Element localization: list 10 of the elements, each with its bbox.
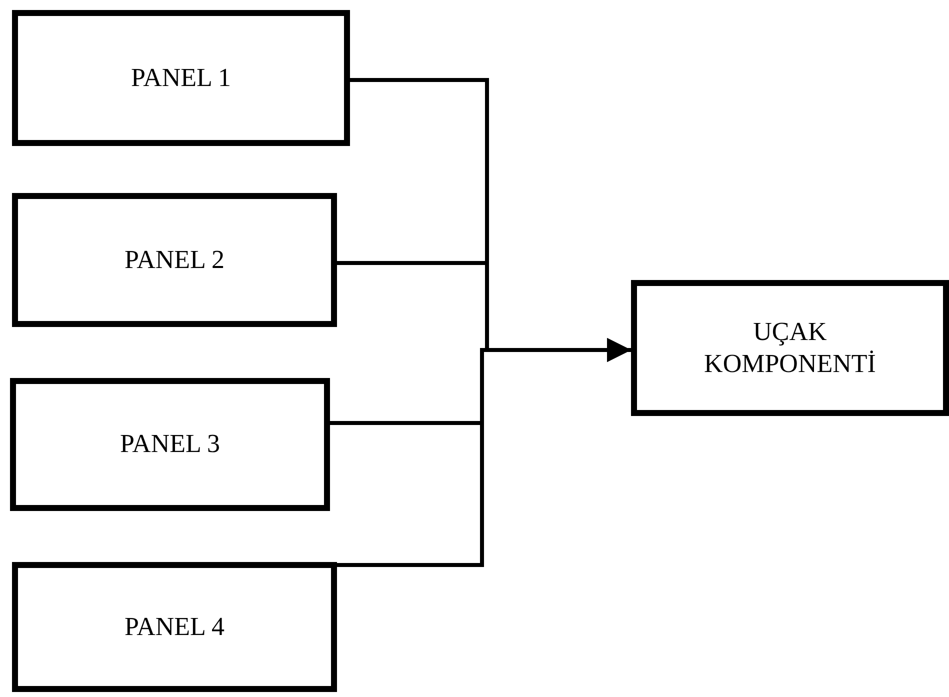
box-label: PANEL 4 (124, 610, 224, 643)
box-label: PANEL 3 (120, 428, 220, 460)
box-label: PANEL 2 (124, 244, 224, 276)
box (12, 562, 337, 692)
box-label: PANEL 1 (131, 62, 231, 94)
box (631, 280, 949, 416)
box (10, 378, 330, 511)
box (12, 10, 350, 146)
box (12, 193, 337, 327)
box-label: UÇAK KOMPONENTİ (703, 316, 877, 380)
